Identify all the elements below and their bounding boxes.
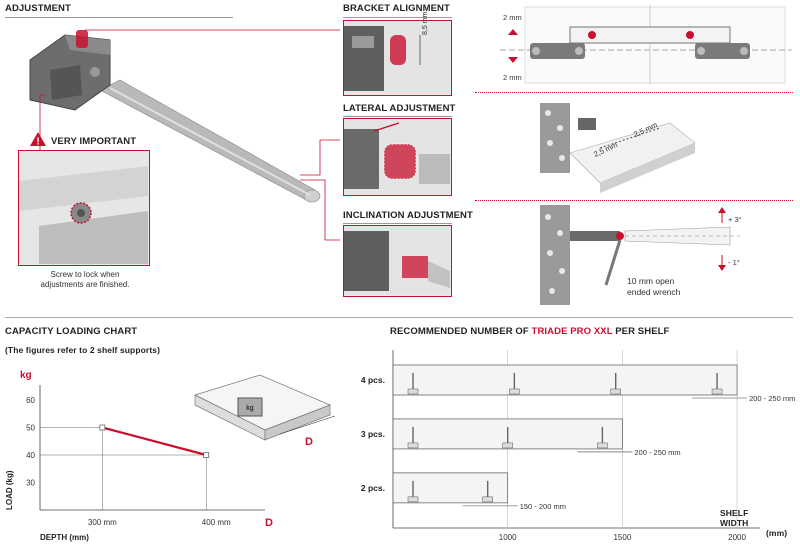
rec-xlabel-line1: SHELF bbox=[720, 508, 749, 518]
capacity-y-tick: 50 bbox=[26, 424, 35, 433]
rec-support-base bbox=[407, 388, 419, 395]
svg-text:!: ! bbox=[36, 137, 39, 147]
rec-x-tick: 1000 bbox=[499, 533, 517, 542]
rec-support-base bbox=[407, 496, 419, 503]
warning-icon: ! bbox=[30, 132, 46, 148]
capacity-d-label: D bbox=[265, 517, 273, 529]
rec-xlabel-line2: WIDTH bbox=[720, 518, 749, 528]
iso-weight-label: kg bbox=[246, 405, 254, 412]
capacity-x-tick: 400 mm bbox=[202, 518, 231, 527]
rec-category-label: 2 pcs. bbox=[361, 483, 385, 493]
inclination-diagram bbox=[540, 205, 740, 305]
recommended-title-part1: RECOMMENDED NUMBER OF bbox=[390, 326, 532, 337]
capacity-ylabel: LOAD (kg) bbox=[5, 470, 14, 510]
rec-category-label: 3 pcs. bbox=[361, 429, 385, 439]
alignment-diagram bbox=[500, 5, 792, 85]
screw-note: Screw to lock when adjustments are finis… bbox=[20, 270, 150, 290]
screw-note-line2: adjustments are finished. bbox=[40, 280, 130, 289]
inclination-adjustment-image bbox=[343, 225, 452, 297]
incline-down: - 1° bbox=[728, 258, 740, 267]
wrench-line1: 10 mm open bbox=[627, 276, 675, 286]
rec-spacing-label: 200 - 250 mm bbox=[749, 394, 795, 403]
isometric-shelf: kg D bbox=[194, 374, 336, 448]
bracket-alignment-image bbox=[343, 20, 452, 96]
capacity-title: CAPACITY LOADING CHART bbox=[5, 326, 138, 337]
section-title-adjustment: ADJUSTMENT bbox=[5, 3, 71, 14]
recommended-title: RECOMMENDED NUMBER OF TRIADE PRO XXL PER… bbox=[390, 326, 669, 337]
capacity-xlabel: DEPTH (mm) bbox=[40, 533, 89, 542]
rec-support-base bbox=[597, 442, 608, 449]
capacity-kg-label: kg bbox=[20, 370, 32, 381]
rec-spacing-label: 150 - 200 mm bbox=[520, 502, 566, 511]
recommended-title-part2: PER SHELF bbox=[612, 326, 670, 337]
lateral-adjustment-image bbox=[343, 118, 452, 196]
capacity-subtitle: (The figures refer to 2 shelf supports) bbox=[5, 345, 161, 355]
rec-xlabel: SHELF WIDTH bbox=[720, 508, 748, 528]
rec-category-label: 4 pcs. bbox=[361, 375, 385, 385]
capacity-y-tick: 30 bbox=[26, 479, 35, 488]
iso-d-label: D bbox=[305, 436, 313, 448]
capacity-data-point bbox=[99, 424, 106, 431]
rec-x-tick: 1500 bbox=[613, 533, 631, 542]
capacity-x-tick: 300 mm bbox=[88, 518, 117, 527]
section-title-lateral-adjustment: LATERAL ADJUSTMENT bbox=[343, 103, 456, 114]
bracket-illustration bbox=[29, 30, 321, 203]
rec-support-base bbox=[509, 388, 520, 395]
incline-up: + 3° bbox=[728, 215, 742, 224]
section-title-inclination-adjustment: INCLINATION ADJUSTMENT bbox=[343, 210, 473, 221]
recommended-chart: 1000 1500 2000 4 pcs. 200 - 250 mm 3 pcs. 200 … bbox=[361, 350, 795, 542]
rec-support-base bbox=[711, 388, 723, 395]
capacity-y-tick: 40 bbox=[26, 451, 35, 460]
recommended-brand: TRIADE PRO XXL bbox=[531, 326, 613, 337]
screw-note-line1: Screw to lock when bbox=[50, 270, 120, 279]
very-important-image bbox=[18, 150, 150, 266]
rec-support-base bbox=[502, 442, 513, 449]
wrench-note: 10 mm open ended wrench bbox=[627, 276, 680, 298]
bracket-measure: 8,5 mm bbox=[422, 11, 429, 35]
rec-support-base bbox=[610, 388, 621, 395]
lateral-diagram bbox=[540, 103, 696, 193]
rec-support-base bbox=[407, 442, 419, 449]
capacity-chart: kg LOAD (kg) DEPTH (mm) D kg D 60 50 40 30 3… bbox=[5, 370, 336, 542]
section-title-bracket-alignment: BRACKET ALIGNMENT bbox=[343, 3, 450, 14]
rec-support-base bbox=[482, 496, 493, 503]
capacity-series-line bbox=[102, 426, 207, 457]
rec-xunit: (mm) bbox=[766, 528, 788, 538]
very-important-label: VERY IMPORTANT bbox=[51, 136, 137, 147]
rec-x-tick: 2000 bbox=[728, 533, 746, 542]
wrench-line2: ended wrench bbox=[627, 287, 681, 297]
align-top-measure: 2 mm bbox=[503, 13, 522, 22]
capacity-data-point bbox=[203, 452, 210, 458]
align-bottom-measure: 2 mm bbox=[503, 73, 522, 82]
capacity-y-tick: 60 bbox=[26, 396, 35, 405]
rec-spacing-label: 200 - 250 mm bbox=[634, 448, 680, 457]
rec-shelf-bar bbox=[392, 364, 738, 396]
